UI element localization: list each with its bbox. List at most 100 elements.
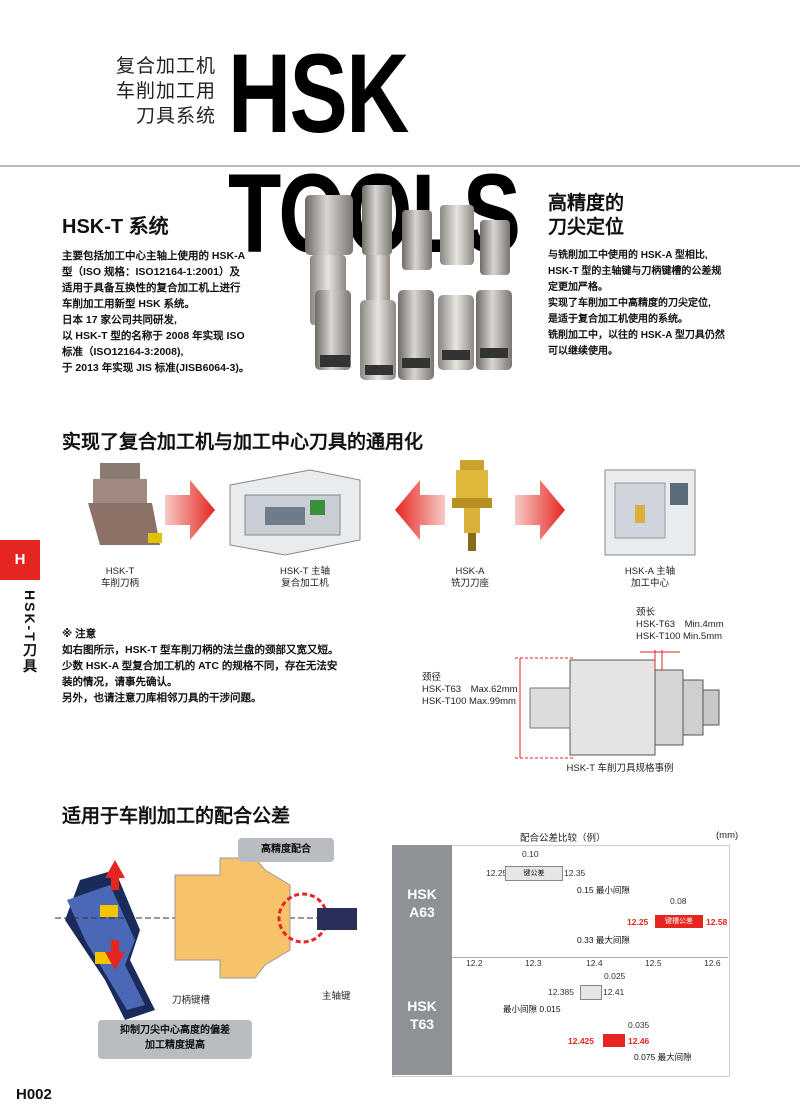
- suppress-line-1: 抑制刀尖中心高度的偏差: [120, 1025, 230, 1036]
- hsk-a-holder-image: [452, 460, 492, 551]
- note-line: 装的情况，请事先确认。: [62, 676, 178, 688]
- header-line-1: 复合加工机: [115, 56, 216, 77]
- hsk-t-caption: HSK-T 车削刀柄: [80, 566, 160, 590]
- section-tab: H: [0, 540, 40, 580]
- hskt-line: 以 HSK-T 型的名称于 2008 年实现 ISO: [62, 330, 245, 342]
- header-line-3: 刀具系统: [135, 106, 216, 127]
- a63-groove-bar: 键槽公差: [655, 915, 703, 928]
- note-line: 另外，也请注意刀库相邻刀具的干涉问题。: [62, 692, 262, 704]
- a63-key-max: 12.35: [564, 868, 586, 878]
- item-sub: 复合加工机: [281, 578, 329, 589]
- hsk-t-holder-image: [88, 463, 162, 545]
- hskt-line: 于 2013 年实现 JIS 标准(JISB6064-3)。: [62, 362, 250, 374]
- precision-line: 可以继续使用。: [548, 346, 618, 357]
- high-precision-callout: 高精度配合: [238, 838, 334, 862]
- page-number: H002: [16, 1086, 52, 1103]
- hskt-line: 适用于具备互换性的复合加工机上进行: [62, 282, 241, 294]
- neck-dia-t63: HSK-T63 Max.62mm: [422, 684, 518, 695]
- precision-line: 实现了车削加工中高精度的刀尖定位,: [548, 298, 711, 309]
- neck-dia-spec: 颈径 HSK-T63 Max.62mm HSK-T100 Max.99mm: [422, 672, 518, 708]
- precision-title: 高精度的 刀尖定位: [548, 192, 624, 240]
- neck-length-t100: HSK-T100 Min.5mm: [636, 631, 723, 642]
- hsk-a-spindle-caption: HSK-A 主轴 加工中心: [600, 566, 700, 590]
- neck-dia-t100: HSK-T100 Max.99mm: [422, 696, 516, 707]
- a63-max-gap: 0.33 最大间隙: [577, 935, 630, 945]
- hsk-t63-label: HSK T63: [392, 957, 452, 1075]
- hskt-line: 车削加工用新型 HSK 系统。: [62, 298, 196, 310]
- note-line: 如右图所示，HSK-T 型车削刀柄的法兰盘的颈部又宽又短。: [62, 644, 339, 656]
- arrow-left-icon: [395, 480, 445, 540]
- fit-title: 适用于车削加工的配合公差: [62, 806, 291, 827]
- precision-line: 与铣削加工中使用的 HSK-A 型相比,: [548, 250, 708, 261]
- a63-groove-max: 12.58: [706, 917, 728, 927]
- machining-center-image: [604, 469, 696, 556]
- precision-title-1: 高精度的: [548, 193, 625, 214]
- spindle-key-label: 主轴键: [322, 991, 351, 1002]
- a63-key-bar: 键公差: [505, 866, 563, 881]
- hsk-a63-label: HSK A63: [392, 845, 452, 957]
- compare-title: 配合公差比较（例）: [520, 833, 606, 844]
- precision-title-2: 刀尖定位: [548, 217, 625, 238]
- header-line-2: 车削加工用: [115, 81, 216, 102]
- a63-width: 0.10: [522, 849, 539, 859]
- axis-tick: 12.2: [466, 958, 483, 968]
- t63-key-width: 0.025: [604, 971, 626, 981]
- item-name: HSK-A: [455, 566, 485, 577]
- label-line: HSK: [407, 998, 437, 1014]
- axis-tick: 12.3: [525, 958, 542, 968]
- a63-key-min: 12.25: [486, 868, 508, 878]
- axis-tick: 12.6: [704, 958, 721, 968]
- universal-diagram: [88, 460, 696, 556]
- axis-tick: 12.5: [645, 958, 662, 968]
- compare-unit: (mm): [716, 830, 739, 841]
- neck-length-spec: 颈长 HSK-T63 Min.4mm HSK-T100 Min.5mm: [636, 607, 724, 643]
- t63-groove-width: 0.035: [628, 1020, 650, 1030]
- hskt-title: HSK-T 系统: [62, 216, 169, 238]
- a63-groove-min: 12.25: [627, 917, 649, 927]
- arrow-right-icon: [165, 480, 215, 540]
- precision-text: 与铣削加工中使用的 HSK-A 型相比, HSK-T 型的主轴键与刀柄键槽的公差…: [548, 248, 788, 360]
- item-name: HSK-T 主轴: [280, 566, 330, 577]
- header-divider: [0, 165, 800, 167]
- precision-line: 铣削加工中，以往的 HSK-A 型刀具仍然: [548, 330, 725, 341]
- hskt-line: 标准（ISO12164-3:2008),: [62, 346, 184, 358]
- t63-groove-max: 12.46: [628, 1036, 650, 1046]
- section-vertical-label: HSK-T刀具: [22, 590, 38, 675]
- label-line: T63: [409, 1016, 435, 1032]
- label-line: HSK: [407, 886, 437, 902]
- hskt-line: 日本 17 家公司共同研发,: [62, 314, 177, 326]
- multitasking-machine-image: [229, 469, 361, 556]
- t63-key-min: 12.385: [548, 987, 574, 997]
- t63-max-gap: 0.075 最大间隙: [634, 1052, 692, 1062]
- neck-length-t63: HSK-T63 Min.4mm: [636, 619, 724, 630]
- neck-dia-label: 颈径: [422, 672, 442, 683]
- note-heading: ※ 注意: [62, 628, 97, 640]
- t63-key-bar: [580, 985, 602, 1000]
- hskt-line: 型（ISO 规格：ISO12164-1:2001）及: [62, 266, 240, 278]
- fit-drawing: [55, 857, 357, 1020]
- item-name: HSK-A 主轴: [624, 566, 676, 577]
- a63-groove-width: 0.08: [670, 896, 687, 906]
- note-block: ※ 注意 如右图所示，HSK-T 型车削刀柄的法兰盘的颈部又宽又短。 少数 HS…: [62, 626, 392, 706]
- item-sub: 加工中心: [630, 578, 669, 589]
- t63-groove-min: 12.425: [568, 1036, 594, 1046]
- t63-groove-bar: [603, 1034, 625, 1047]
- neck-length-label: 颈长: [636, 607, 656, 618]
- item-name: HSK-T: [105, 566, 135, 577]
- suppress-callout: 抑制刀尖中心高度的偏差 加工精度提高: [98, 1020, 252, 1059]
- note-line: 少数 HSK-A 型复合加工机的 ATC 的规格不同，存在无法安: [62, 660, 338, 672]
- t63-min-gap: 最小间隙 0.015: [503, 1004, 561, 1014]
- item-sub: 铣刀刀座: [450, 578, 489, 589]
- holder-spec-drawing: [515, 650, 720, 759]
- hskt-line: 主要包括加工中心主轴上使用的 HSK-A: [62, 250, 246, 262]
- tool-holders-photo: [305, 185, 512, 380]
- universal-title: 实现了复合加工机与加工中心刀具的通用化: [62, 432, 424, 453]
- label-line: A63: [409, 904, 435, 920]
- t63-key-max: 12.41: [603, 987, 625, 997]
- suppress-line-2: 加工精度提高: [145, 1040, 205, 1051]
- spec-caption: HSK-T 车削刀具规格事例: [566, 763, 674, 774]
- axis-tick: 12.4: [586, 958, 603, 968]
- a63-min-gap: 0.15 最小间隙: [577, 885, 630, 895]
- hsk-a-caption: HSK-A 铣刀刀座: [430, 566, 510, 590]
- hskt-text: 主要包括加工中心主轴上使用的 HSK-A 型（ISO 规格：ISO12164-1…: [62, 248, 292, 376]
